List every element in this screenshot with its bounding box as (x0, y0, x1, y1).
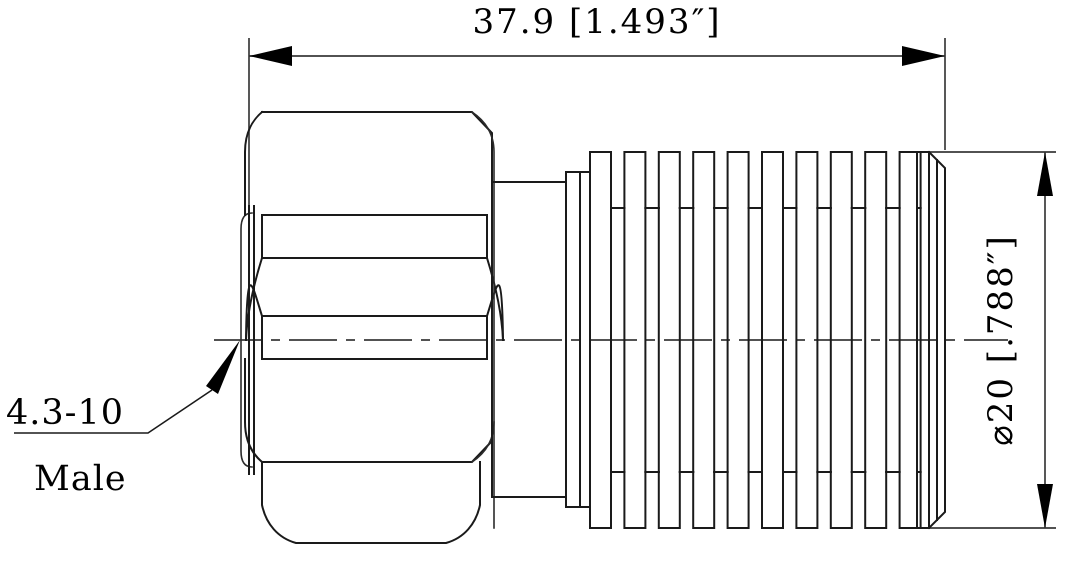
fin-crest-upper (898, 151, 922, 209)
nut-bottom-left-chamfer (244, 358, 264, 464)
cooling-fin (795, 151, 832, 529)
leader-arrow-icon (206, 340, 240, 394)
nut-top-outline (261, 111, 493, 186)
cooling-fin (657, 151, 695, 529)
overall-length-dimension: 37.9 [1.493″] (248, 2, 946, 230)
fin-crest-lower (657, 471, 681, 529)
fin-crest-lower (898, 471, 922, 529)
fin-crest-upper (589, 151, 612, 209)
cooling-fin (589, 151, 626, 529)
nut-bottom-outline (261, 438, 493, 490)
fin-crest-lower (726, 471, 750, 529)
fin-crest-upper (726, 151, 750, 209)
fin-crest-lower (692, 471, 716, 529)
fin-crest-upper (829, 151, 853, 209)
fin-crest-upper (761, 151, 784, 209)
cooling-fin (692, 151, 729, 529)
fin-crest-upper (795, 151, 819, 209)
cooling-fins (589, 151, 930, 529)
callout-line-1: 4.3-10 (6, 393, 124, 433)
nut-flank-right-upper (485, 256, 505, 342)
arrow-up-icon (1037, 152, 1053, 196)
cooling-fin (864, 151, 901, 529)
arrow-left-icon (249, 46, 292, 66)
fin-crest-upper (692, 151, 716, 209)
nut-flank-right-lower (485, 284, 505, 342)
nut-right-silhouette-upper (470, 110, 495, 529)
fin-crest-lower (589, 471, 612, 529)
leader-line (14, 389, 213, 434)
fin-crest-lower (761, 471, 784, 529)
nut-flank-left-lower (244, 284, 264, 342)
connector-body (491, 181, 567, 498)
fin-crest-lower (829, 471, 853, 529)
fin-crest-upper (864, 151, 888, 209)
fin-crest-lower (864, 471, 888, 529)
fin-crest-upper (657, 151, 681, 209)
callout-line-2: Male (34, 459, 127, 499)
arrow-right-icon (902, 46, 945, 66)
arrow-down-icon (1037, 484, 1053, 528)
connector-callout: 4.3-10 Male (6, 340, 240, 499)
cooling-fin (761, 151, 798, 529)
fin-crest-lower (623, 471, 647, 529)
hex-nut-profile (240, 110, 505, 544)
cooling-fin (623, 151, 660, 529)
nut-bottom-flat (261, 461, 481, 544)
fin-block-envelope (927, 150, 946, 530)
nut-right-silhouette-lower (470, 421, 495, 464)
cooling-fin (898, 151, 930, 529)
nut-top-left-chamfer (244, 110, 264, 216)
cooling-fin (726, 151, 763, 529)
fin-crest-lower (795, 471, 819, 529)
overall-length-label: 37.9 [1.493″] (472, 2, 721, 42)
cooling-fin (829, 151, 867, 529)
fin-crest-upper (623, 151, 647, 209)
